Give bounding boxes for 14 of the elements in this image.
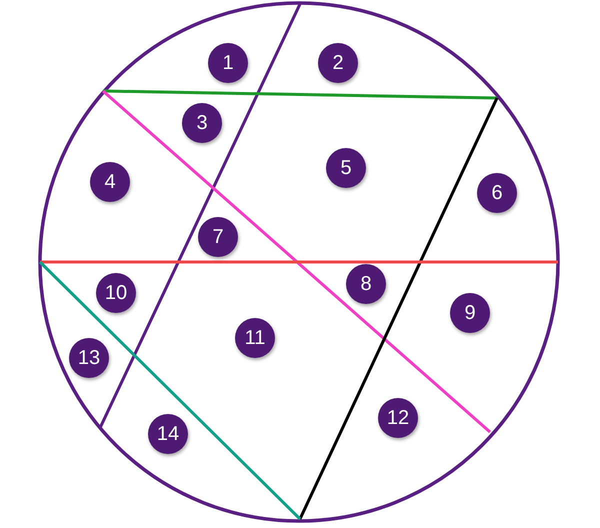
callout-number: 7 — [198, 217, 238, 257]
callout-number: 9 — [450, 293, 490, 333]
callout-number: 11 — [235, 318, 275, 358]
callout-number: 4 — [90, 162, 130, 202]
callout-number: 12 — [378, 398, 418, 438]
callout-number: 1 — [208, 43, 248, 83]
callout-number: 3 — [182, 103, 222, 143]
callout-number: 8 — [346, 264, 386, 304]
callout-number: 14 — [148, 414, 188, 454]
callout-number: 5 — [326, 148, 366, 188]
callout-number: 13 — [69, 338, 109, 378]
callout-number: 6 — [477, 173, 517, 213]
callout-number: 10 — [96, 273, 136, 313]
callout-number: 2 — [318, 43, 358, 83]
